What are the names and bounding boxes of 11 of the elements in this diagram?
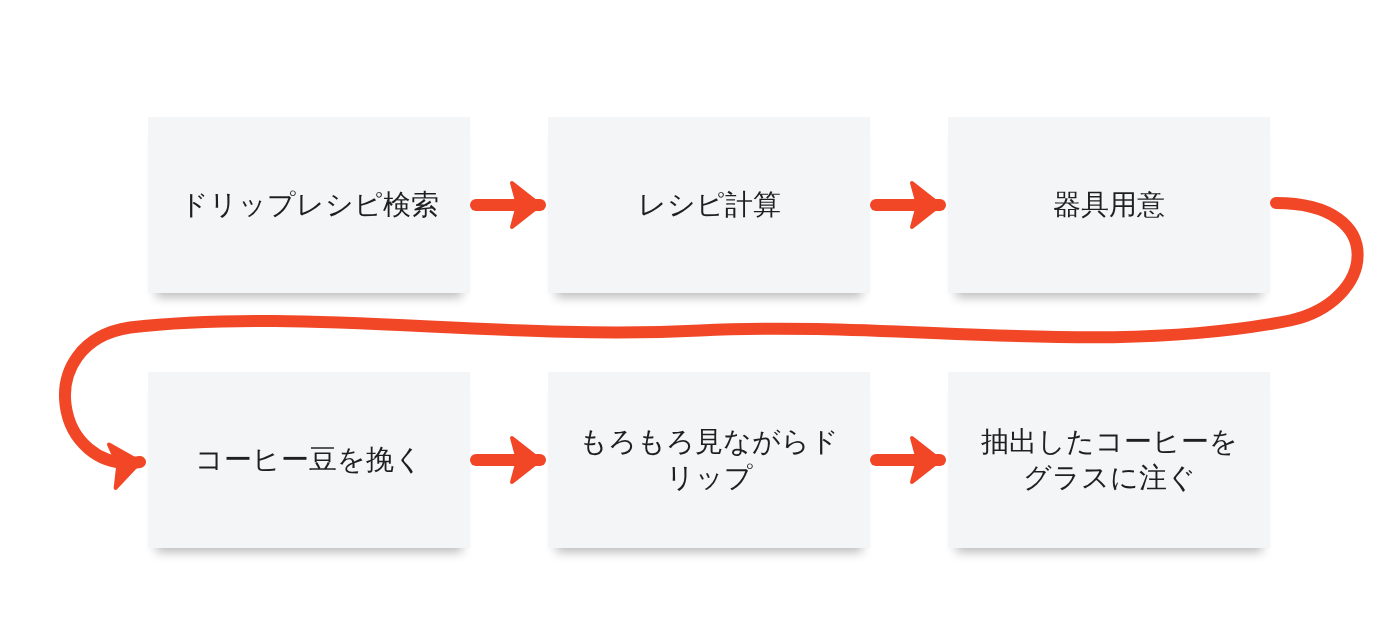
arrow [59, 197, 1364, 487]
arrow [470, 181, 546, 229]
sticky-note: ドリップレシピ検索 [148, 117, 470, 293]
sticky-note: 器具用意 [948, 117, 1270, 293]
sticky-note: 抽出したコーヒーをグラスに注ぐ [948, 372, 1270, 548]
sticky-note: レシピ計算 [548, 117, 870, 293]
arrow [870, 436, 946, 484]
arrow [470, 436, 546, 484]
arrow [870, 181, 946, 229]
sticky-note: もろもろ見ながらドリップ [548, 372, 870, 548]
sticky-note: コーヒー豆を挽く [148, 372, 470, 548]
